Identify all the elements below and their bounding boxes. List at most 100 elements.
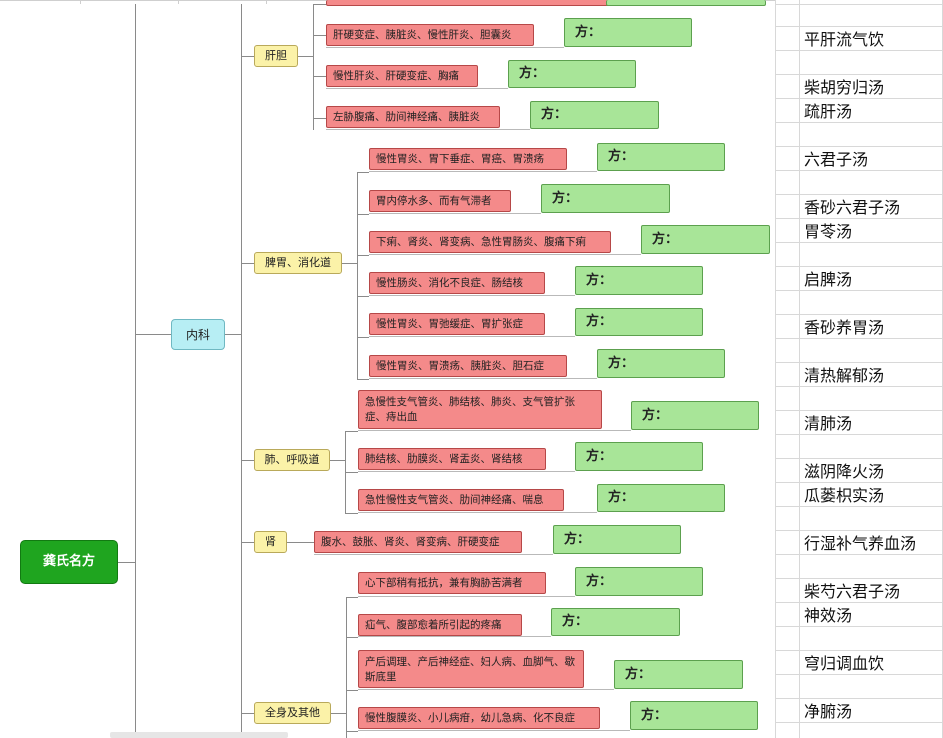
- connector: [314, 554, 553, 555]
- connector: [326, 129, 530, 130]
- condition-node[interactable]: 急慢性支气管炎、肺结核、肺炎、支气管扩张症、痔出血: [358, 390, 602, 429]
- connector: [358, 596, 575, 597]
- sheet-gridline: [775, 4, 943, 5]
- formula-node[interactable]: 方：: [575, 567, 703, 596]
- formula-name-cell[interactable]: 平肝流气饮: [804, 30, 885, 49]
- formula-name-cell[interactable]: 滋阴降火汤: [804, 462, 885, 481]
- connector: [313, 35, 326, 36]
- condition-node[interactable]: 慢性胃炎、胃下垂症、胃癌、胃溃疡: [369, 148, 567, 170]
- root-node[interactable]: 龚氏名方: [20, 540, 118, 584]
- condition-node[interactable]: 慢性胃炎、胃溃疡、胰脏炎、胆石症: [369, 355, 567, 377]
- connector: [357, 214, 369, 215]
- horizontal-scrollbar[interactable]: [110, 732, 288, 738]
- formula-node[interactable]: 方：: [597, 349, 725, 378]
- sheet-gridline: [775, 506, 943, 507]
- category-node[interactable]: 肺、呼吸道: [254, 449, 330, 471]
- formula-node[interactable]: 方：: [575, 308, 703, 336]
- condition-node[interactable]: 疝气、腹部愈着所引起的疼痛: [358, 614, 522, 636]
- formula-name-cell[interactable]: 神效汤: [804, 606, 853, 625]
- sheet-column-tick: [80, 0, 81, 4]
- condition-node[interactable]: 心下部稍有抵抗，兼有胸胁苦满者: [358, 572, 546, 594]
- cutoff-condition-box: [326, 0, 610, 6]
- condition-node[interactable]: 腹水、鼓胀、肾炎、肾变病、肝硬变症: [314, 531, 522, 553]
- sheet-gridline: [775, 578, 943, 579]
- formula-name-cell[interactable]: 香砂六君子汤: [804, 198, 901, 217]
- sheet-gridline: [775, 362, 943, 363]
- sheet-gridline: [799, 0, 800, 738]
- formula-node[interactable]: 方：: [631, 401, 759, 430]
- sheet-gridline: [775, 458, 943, 459]
- condition-node[interactable]: 产后调理、产后神经症、妇人病、血脚气、歇斯底里: [358, 650, 584, 688]
- formula-name-cell[interactable]: 柴胡穷归汤: [804, 78, 885, 97]
- condition-node[interactable]: 肝硬变症、胰脏炎、慢性肝炎、胆囊炎: [326, 24, 534, 46]
- connector: [313, 118, 326, 119]
- formula-node[interactable]: 方：: [508, 60, 636, 88]
- formula-name-cell[interactable]: 瓜蒌枳实汤: [804, 486, 885, 505]
- condition-node[interactable]: 下痢、肾炎、肾变病、急性胃肠炎、腹痛下痢: [369, 231, 611, 253]
- connector: [357, 296, 369, 297]
- connector: [326, 88, 508, 89]
- sheet-gridline: [775, 482, 943, 483]
- formula-node[interactable]: 方：: [575, 266, 703, 295]
- sheet-gridline: [775, 698, 943, 699]
- formula-name-cell[interactable]: 行湿补气养血汤: [804, 534, 917, 553]
- connector: [369, 336, 575, 337]
- sheet-gridline: [775, 314, 943, 315]
- condition-node[interactable]: 慢性肠炎、消化不良症、肠结核: [369, 272, 545, 294]
- condition-node[interactable]: 急性慢性支气管炎、肋间神经痛、喘息: [358, 489, 564, 511]
- sheet-gridline: [775, 674, 943, 675]
- condition-node[interactable]: 左胁腹痛、肋间神经痛、胰脏炎: [326, 106, 500, 128]
- formula-node[interactable]: 方：: [630, 701, 758, 730]
- condition-node[interactable]: 慢性腹膜炎、小儿病疳，幼儿急病、化不良症: [358, 707, 600, 729]
- formula-node[interactable]: 方：: [575, 442, 703, 471]
- formula-node[interactable]: 方：: [597, 143, 725, 171]
- connector: [346, 690, 358, 691]
- sheet-gridline: [775, 98, 943, 99]
- formula-node[interactable]: 方：: [564, 18, 692, 47]
- formula-name-cell[interactable]: 胃苓汤: [804, 222, 853, 241]
- formula-node[interactable]: 方：: [551, 608, 680, 636]
- formula-node[interactable]: 方：: [614, 660, 743, 689]
- formula-name-cell[interactable]: 清热解郁汤: [804, 366, 885, 385]
- formula-node[interactable]: 方：: [541, 184, 670, 213]
- connector: [369, 378, 597, 379]
- formula-name-cell[interactable]: 疏肝汤: [804, 102, 853, 121]
- category-node[interactable]: 肾: [254, 531, 287, 553]
- condition-node[interactable]: 胃内停水多、而有气滞者: [369, 190, 511, 212]
- formula-name-cell[interactable]: 六君子汤: [804, 150, 869, 169]
- connector: [287, 542, 314, 543]
- formula-node[interactable]: 方：: [553, 525, 681, 554]
- connector: [345, 431, 358, 432]
- formula-node[interactable]: 方：: [641, 225, 770, 254]
- connector: [241, 460, 254, 461]
- formula-name-cell[interactable]: 净腑汤: [804, 702, 853, 721]
- sheet-gridline: [775, 194, 943, 195]
- formula-name-cell[interactable]: 启脾汤: [804, 270, 853, 289]
- formula-name-cell[interactable]: 柴芍六君子汤: [804, 582, 901, 601]
- connector: [241, 56, 254, 57]
- category-node[interactable]: 脾胃、消化道: [254, 252, 342, 274]
- category-node[interactable]: 全身及其他: [254, 702, 331, 724]
- sheet-column-tick: [178, 0, 179, 4]
- condition-node[interactable]: 慢性胃炎、胃弛缓症、胃扩张症: [369, 313, 545, 335]
- connector: [358, 430, 631, 431]
- sheet-gridline: [775, 50, 943, 51]
- category-node[interactable]: 肝胆: [254, 45, 298, 67]
- condition-node[interactable]: 慢性肝炎、肝硬变症、胸痛: [326, 65, 478, 87]
- connector: [357, 172, 369, 173]
- connector: [241, 263, 254, 264]
- condition-node[interactable]: 肺结核、肋膜炎、肾盂炎、肾结核: [358, 448, 546, 470]
- formula-node[interactable]: 方：: [597, 484, 725, 512]
- sheet-gridline: [775, 266, 943, 267]
- connector: [345, 513, 358, 514]
- formula-node[interactable]: 方：: [530, 101, 659, 129]
- formula-name-cell[interactable]: 穹归调血饮: [804, 654, 885, 673]
- formula-name-cell[interactable]: 清肺汤: [804, 414, 853, 433]
- branch-node-internal-medicine[interactable]: 内科: [171, 319, 225, 350]
- connector: [118, 562, 136, 563]
- connector: [313, 4, 314, 130]
- sheet-gridline: [775, 722, 943, 723]
- connector: [369, 213, 541, 214]
- connector: [342, 263, 358, 264]
- formula-name-cell[interactable]: 香砂养胃汤: [804, 318, 885, 337]
